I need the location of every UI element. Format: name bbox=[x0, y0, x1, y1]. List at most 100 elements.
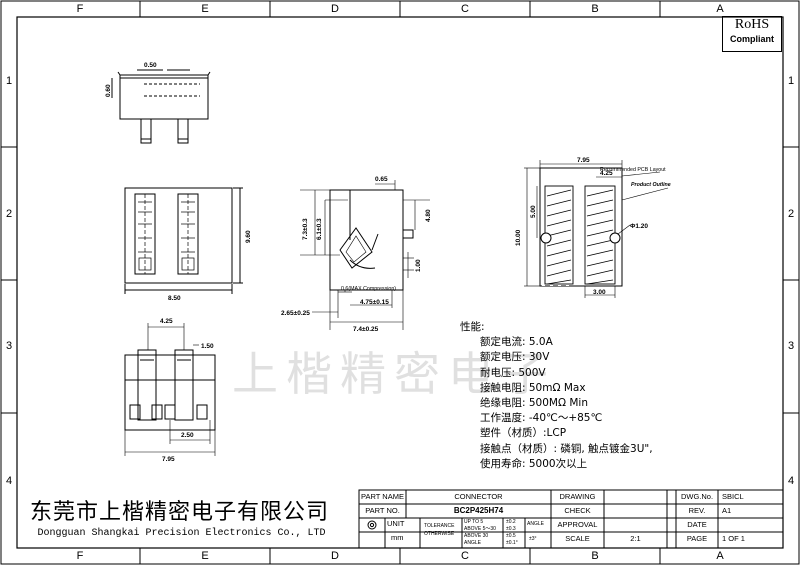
dim-side-06: 0.6(MAX.Compression) bbox=[341, 286, 396, 292]
dim-side-065: 0.65 bbox=[375, 176, 388, 183]
zone-col-top: E bbox=[201, 3, 209, 15]
rohs-compliant-label: Compliant bbox=[730, 34, 774, 44]
zone-col-top: F bbox=[76, 3, 84, 15]
dim-top-h: 0.60 bbox=[105, 84, 112, 97]
rohs-badge: RoHS Compliant bbox=[722, 16, 782, 52]
date-label: DATE bbox=[687, 520, 707, 529]
rev-value: A1 bbox=[722, 506, 732, 515]
dim-bot-250: 2.50 bbox=[181, 432, 194, 439]
zone-row-right: 4 bbox=[787, 475, 795, 487]
part-no-label: PART NO. bbox=[365, 506, 400, 515]
dim-top-w: 0.50 bbox=[144, 62, 157, 69]
company-name-cn: 东莞市上楷精密电子有限公司 bbox=[30, 500, 330, 525]
zone-col-top: A bbox=[716, 3, 724, 15]
spec-line: 接触电阻: 50mΩ Max bbox=[480, 381, 586, 394]
scale-label: SCALE bbox=[565, 534, 590, 543]
zone-row-right: 3 bbox=[787, 340, 795, 352]
zone-row-left: 1 bbox=[5, 75, 13, 87]
zone-col-bottom: F bbox=[76, 550, 84, 562]
top-view bbox=[111, 69, 211, 144]
specs-title: 性能: bbox=[460, 321, 485, 333]
approval-label: APPROVAL bbox=[557, 520, 598, 529]
spec-line: 绝缘电阻: 500MΩ Min bbox=[480, 397, 588, 410]
zone-col-bottom: D bbox=[331, 550, 339, 562]
dim-side-265: 2.65±0.25 bbox=[281, 310, 310, 317]
rev-label: REV. bbox=[688, 506, 706, 515]
pcb-layout-label: Recommended PCB Layout bbox=[600, 167, 666, 173]
dim-pcb-300: 3.00 bbox=[593, 289, 606, 296]
zone-row-right: 2 bbox=[787, 208, 795, 220]
rohs-label: RoHS bbox=[734, 17, 770, 32]
dwg-no-value: SBICL bbox=[722, 492, 744, 501]
dim-front-h: 9.60 bbox=[245, 230, 252, 243]
dim-side-61: 6.1±0.3 bbox=[316, 218, 323, 240]
zone-col-bottom: C bbox=[461, 550, 469, 562]
scale-value: 2:1 bbox=[630, 534, 641, 543]
company-name-en: Dongguan Shangkai Precision Electronics … bbox=[37, 528, 326, 539]
zone-col-top: B bbox=[591, 3, 599, 15]
dim-side-480: 4.80 bbox=[425, 209, 432, 222]
company-watermark: 上楷精密电子 bbox=[232, 347, 556, 401]
zone-col-top: C bbox=[461, 3, 469, 15]
zone-row-left: 2 bbox=[5, 208, 13, 220]
drawing-label: DRAWING bbox=[559, 492, 596, 501]
tol-value-3: ±0.5 bbox=[506, 533, 516, 539]
part-no-value: BC2P425H74 bbox=[453, 506, 504, 515]
zone-col-bottom: B bbox=[591, 550, 599, 562]
dim-side-100: 1.00 bbox=[415, 259, 422, 272]
dim-bot-425: 4.25 bbox=[160, 318, 173, 325]
bottom-view bbox=[124, 323, 216, 456]
pcb-layout-view bbox=[524, 160, 669, 298]
spec-line: 工作温度: -40℃～+85℃ bbox=[480, 412, 603, 425]
dim-pcb-hole: Φ1.20 bbox=[630, 223, 648, 230]
tolerance-label: TOLERANCE bbox=[424, 523, 455, 529]
tol-range-3: ABOVE 30 bbox=[464, 533, 489, 539]
angle-tolerance: ±3° bbox=[529, 536, 537, 542]
tol-angle-label: ANGLE bbox=[464, 540, 481, 546]
dim-bot-150: 1.50 bbox=[201, 343, 214, 350]
dim-pcb-500: 5.00 bbox=[530, 205, 537, 218]
page-label: PAGE bbox=[686, 534, 708, 543]
zone-row-right: 1 bbox=[787, 75, 795, 87]
tol-value-2: ±0.3 bbox=[506, 526, 516, 532]
dim-bot-795: 7.95 bbox=[162, 456, 175, 463]
check-label: CHECK bbox=[564, 506, 591, 515]
dim-side-74: 7.4±0.25 bbox=[353, 326, 379, 333]
spec-line: 额定电压: 30V bbox=[480, 351, 550, 364]
tol-value-4: ±0.1° bbox=[506, 540, 518, 546]
tol-range-1: UP TO 5 bbox=[464, 519, 484, 525]
angle-label: ANGLE bbox=[527, 521, 544, 527]
zone-row-left: 4 bbox=[5, 475, 13, 487]
spec-line: 塑件（材质）:LCP bbox=[480, 427, 567, 440]
spec-line: 使用寿命: 5000次以上 bbox=[480, 457, 588, 470]
zone-col-bottom: E bbox=[201, 550, 209, 562]
spec-line: 耐电压: 500V bbox=[480, 366, 546, 379]
zone-col-top: D bbox=[331, 3, 339, 15]
dim-front-w: 8.50 bbox=[168, 295, 181, 302]
dim-pcb-1000: 10.00 bbox=[515, 229, 522, 246]
tol-value-1: ±0.2 bbox=[506, 519, 516, 525]
spec-line: 额定电流: 5.0A bbox=[480, 336, 553, 349]
dim-side-73: 7.3±0.3 bbox=[302, 218, 309, 240]
dim-pcb-795: 7.95 bbox=[577, 157, 590, 164]
spec-line: 接触点（材质）: 磷铜, 触点镀金3U", bbox=[480, 442, 653, 455]
tol-range-2: ABOVE 5～30 bbox=[464, 526, 496, 532]
zone-row-left: 3 bbox=[5, 340, 13, 352]
otherwise-label: OTHERWISE bbox=[424, 531, 455, 537]
zone-col-bottom: A bbox=[716, 550, 724, 562]
dwg-no-label: DWG.No. bbox=[680, 492, 714, 501]
unit-value: mm bbox=[391, 533, 404, 542]
dim-side-475: 4.75±0.15 bbox=[360, 299, 389, 306]
specifications: 性能: 额定电流: 5.0A 额定电压: 30V 耐电压: 500V 接触电阻:… bbox=[460, 320, 653, 472]
side-view bbox=[300, 180, 430, 330]
part-name-value: CONNECTOR bbox=[454, 492, 503, 501]
page-value: 1 OF 1 bbox=[722, 534, 745, 543]
unit-label: UNIT bbox=[387, 519, 405, 528]
front-view bbox=[124, 187, 243, 294]
pcb-outline-label: Product Outline bbox=[631, 182, 671, 188]
title-block-grid bbox=[358, 489, 784, 549]
part-name-label: PART NAME bbox=[361, 492, 404, 501]
dim-pcb-425: 4.25 bbox=[600, 170, 613, 177]
